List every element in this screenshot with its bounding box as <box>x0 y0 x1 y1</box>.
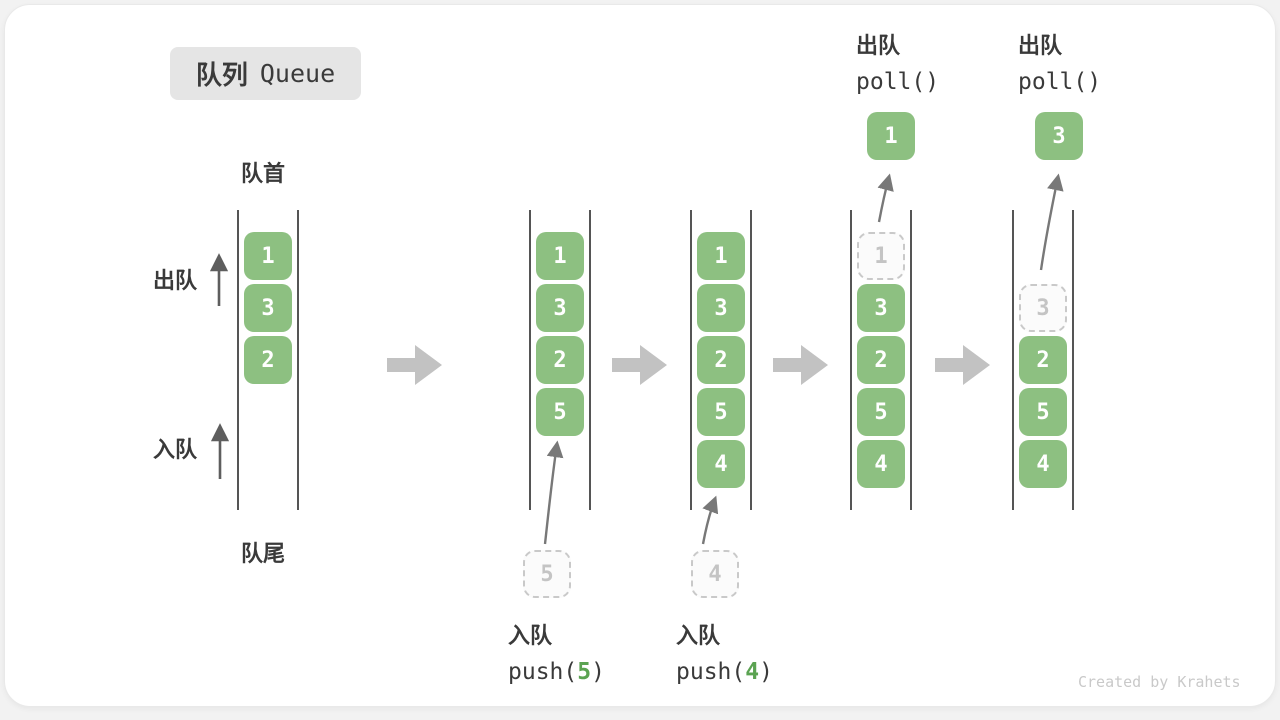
enqueue-op-code: push(4) <box>676 659 773 685</box>
queue-slot: 1 <box>697 232 745 280</box>
dequeue-op-zh: 出队 <box>856 33 901 58</box>
queue-wall-right-state-after-push-4 <box>750 210 752 510</box>
polled-element-box: 1 <box>867 112 915 160</box>
queue-slot: 2 <box>697 336 745 384</box>
queue-slot: 2 <box>244 336 292 384</box>
incoming-element-box: 5 <box>523 550 571 598</box>
queue-wall-right-state-after-poll-3 <box>1072 210 1074 510</box>
queue-slot: 5 <box>536 388 584 436</box>
label-dequeue-direction: 出队 <box>153 268 198 293</box>
label-enqueue-direction: 入队 <box>153 437 198 462</box>
queue-wall-left-state-initial <box>237 210 239 510</box>
watermark: Created by Krahets <box>1078 673 1241 691</box>
queue-slot: 5 <box>697 388 745 436</box>
queue-slot: 3 <box>697 284 745 332</box>
op-argument: 4 <box>745 659 760 685</box>
label-queue-rear: 队尾 <box>241 541 286 566</box>
dequeue-operation-label: 出队 poll() <box>856 28 939 95</box>
queue-slot: 5 <box>857 388 905 436</box>
queue-wall-left-state-after-push-4 <box>690 210 692 510</box>
dequeue-op-zh: 出队 <box>1018 33 1063 58</box>
incoming-element-box: 4 <box>691 550 739 598</box>
enqueue-operation-label: 入队 push(5) <box>508 618 605 685</box>
dequeue-op-code: poll() <box>856 69 940 95</box>
queue-slot: 5 <box>1019 388 1067 436</box>
queue-slot: 4 <box>857 440 905 488</box>
queue-slot-removed: 3 <box>1019 284 1067 332</box>
queue-wall-right-state-after-poll-1 <box>910 210 912 510</box>
dequeue-operation-label: 出队 poll() <box>1018 28 1101 95</box>
enqueue-op-code: push(5) <box>508 659 605 685</box>
title-zh: 队列 <box>195 60 248 90</box>
queue-slot: 3 <box>857 284 905 332</box>
queue-wall-left-state-after-poll-3 <box>1012 210 1014 510</box>
diagram-card <box>4 4 1276 707</box>
queue-wall-left-state-after-push-5 <box>529 210 531 510</box>
enqueue-operation-label: 入队 push(4) <box>676 618 773 685</box>
queue-wall-right-state-after-push-5 <box>589 210 591 510</box>
queue-wall-right-state-initial <box>297 210 299 510</box>
queue-slot: 2 <box>857 336 905 384</box>
queue-wall-left-state-after-poll-1 <box>850 210 852 510</box>
enqueue-op-zh: 入队 <box>508 623 553 648</box>
title-en: Queue <box>259 59 336 88</box>
queue-slot: 3 <box>536 284 584 332</box>
enqueue-op-zh: 入队 <box>676 623 721 648</box>
queue-slot: 1 <box>536 232 584 280</box>
queue-slot: 4 <box>1019 440 1067 488</box>
label-queue-front: 队首 <box>241 161 286 186</box>
title-badge: 队列 Queue <box>170 47 361 100</box>
queue-slot: 4 <box>697 440 745 488</box>
queue-slot: 2 <box>1019 336 1067 384</box>
op-argument: 5 <box>577 659 592 685</box>
queue-slot: 3 <box>244 284 292 332</box>
queue-slot: 1 <box>244 232 292 280</box>
queue-slot: 2 <box>536 336 584 384</box>
polled-element-box: 3 <box>1035 112 1083 160</box>
queue-slot-removed: 1 <box>857 232 905 280</box>
dequeue-op-code: poll() <box>1018 69 1102 95</box>
